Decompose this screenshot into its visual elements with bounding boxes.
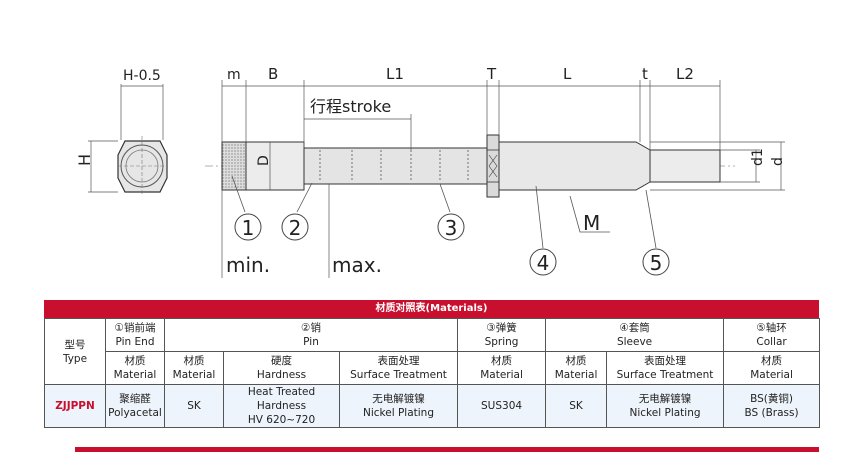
spring-header: ③弹簧 Spring (457, 318, 547, 352)
label-m-cap: M (583, 211, 600, 235)
dim-t-small: t (642, 65, 648, 83)
callout-4: 4 (529, 248, 557, 276)
collar-material-cell: BS(黄铜) BS (Brass) (723, 384, 821, 428)
sleeve-surface-cell: 无电解镀镍 Nickel Plating (606, 384, 725, 428)
spring-material-cell: SUS304 (457, 384, 547, 428)
pin-surface-cell: 无电解镀镍 Nickel Plating (338, 384, 459, 428)
end-view (88, 84, 168, 196)
sleeve-header: ④套筒 Sleeve (545, 318, 725, 352)
callout-5: 5 (642, 248, 670, 276)
model-cell: ZJJPPN (44, 384, 106, 428)
callout-3: 3 (437, 213, 465, 241)
pin-hardness-cell: Heat Treated Hardness HV 620~720 (223, 384, 340, 428)
sleeve-material-cell: SK (545, 384, 608, 428)
callout-1-label: 1 (242, 216, 255, 240)
collar-header: ⑤轴环 Collar (723, 318, 821, 352)
dim-m: m (227, 67, 241, 83)
callout-5-label: 5 (650, 251, 663, 275)
dim-t: T (486, 65, 497, 83)
technical-drawing: H-0.5 H D (75, 65, 786, 278)
callout-2-label: 2 (289, 216, 302, 240)
top-dimensions (221, 80, 785, 191)
label-min: min. (226, 253, 270, 277)
callout-3-label: 3 (445, 216, 458, 240)
type-header: 型号 Type (44, 318, 106, 385)
pin-end-material-cell: 聚缩醛 Polyacetal (105, 384, 165, 428)
callout-leaders (231, 175, 657, 249)
dim-h: H (75, 154, 94, 166)
callout-4-label: 4 (537, 251, 550, 275)
materials-table: 型号 Type ①销前端 Pin End ②销 Pin ③弹簧 Spring ④… (44, 318, 821, 428)
bottom-accent-bar (75, 447, 819, 452)
pin-material-cell: SK (164, 384, 224, 428)
header-row: 型号 Type ①销前端 Pin End ②销 Pin ③弹簧 Spring ④… (44, 318, 821, 385)
label-max: max. (332, 253, 382, 277)
materials-table-title: 材质对照表(Materials) (44, 300, 819, 318)
dim-d-cap: D (256, 155, 272, 166)
pin-end-header: ①销前端 Pin End (105, 318, 165, 352)
dim-l: L (563, 65, 572, 83)
materials-table-panel: 材质对照表(Materials) 型号 Type ①销前端 Pin End ②销 (44, 300, 821, 428)
pin-assembly (205, 134, 735, 198)
dim-b: B (268, 65, 278, 83)
dim-l2: L2 (676, 65, 694, 83)
dim-l1: L1 (386, 65, 404, 83)
dim-d: d (770, 157, 786, 166)
min-max-lines (221, 184, 330, 278)
table-row: ZJJPPN 聚缩醛 Polyacetal SK Heat Treated Ha… (44, 384, 821, 428)
pin-header: ②销 Pin (163, 318, 459, 352)
callout-1: 1 (234, 213, 262, 241)
dim-stroke: 行程stroke (310, 97, 391, 116)
dim-h-minus: H-0.5 (123, 68, 161, 84)
dim-d1: d1 (750, 148, 766, 166)
callout-2: 2 (281, 213, 309, 241)
